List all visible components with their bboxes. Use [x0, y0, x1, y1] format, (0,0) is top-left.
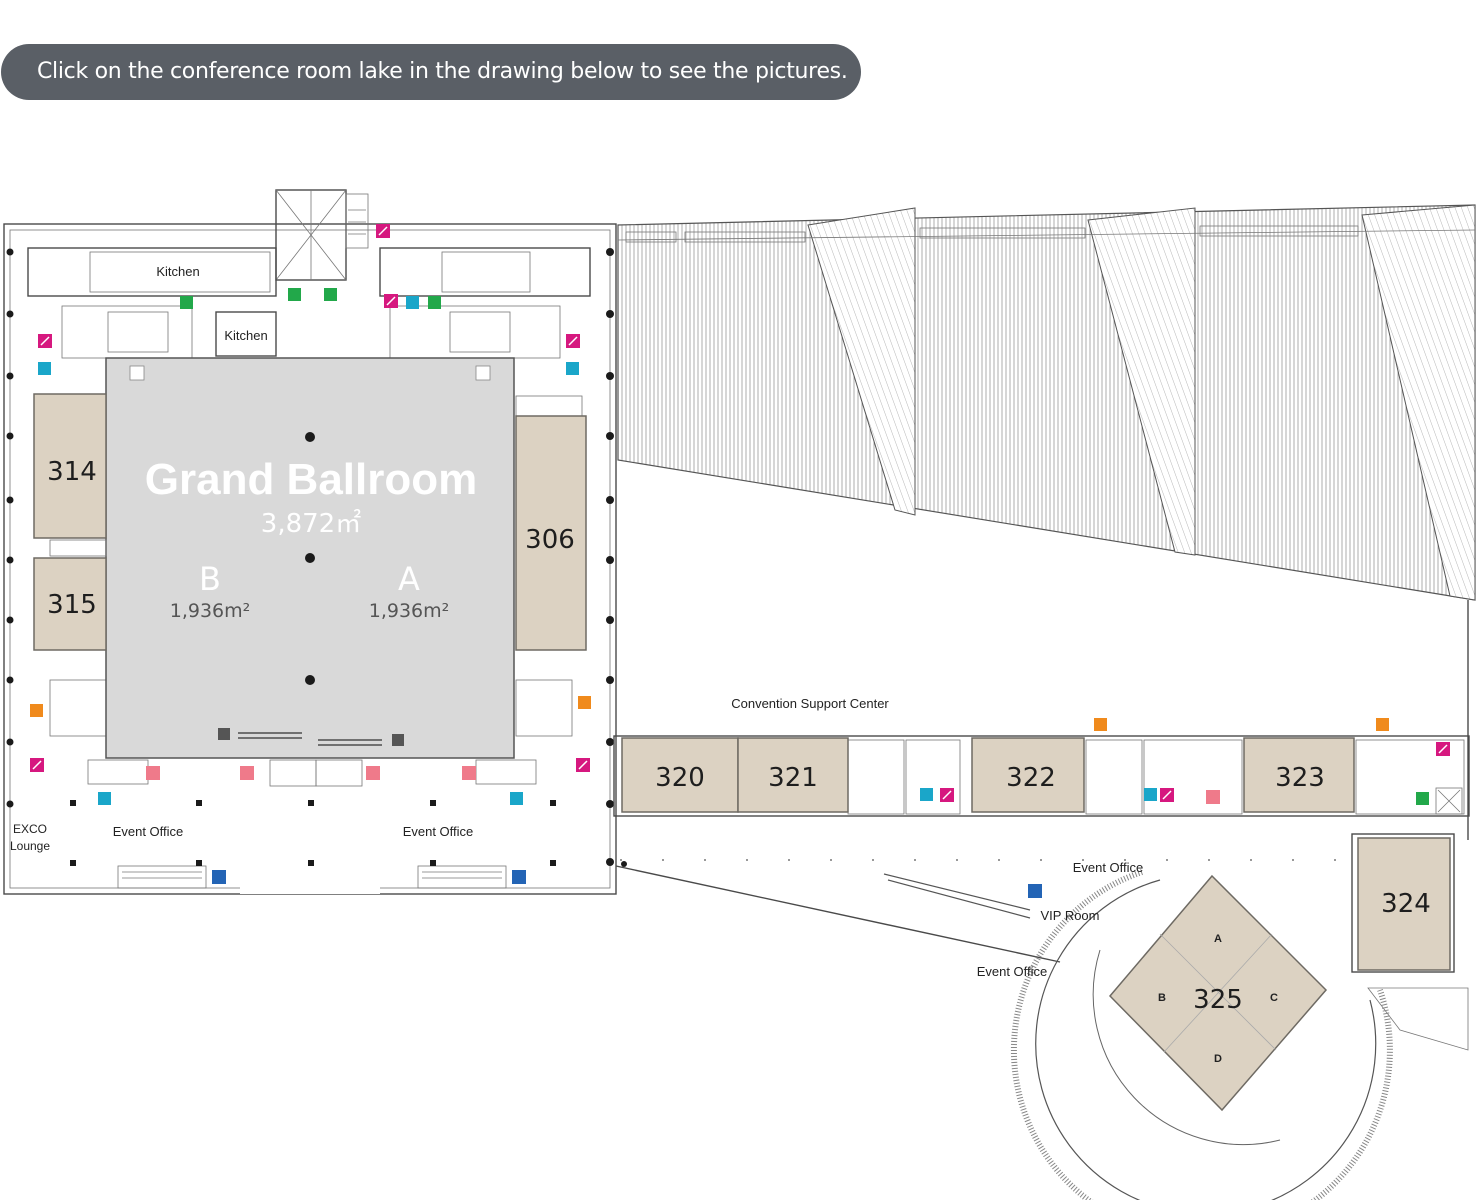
rotunda — [1010, 869, 1393, 1200]
room-306[interactable]: 306 — [515, 395, 587, 651]
emergency-exit-icon — [180, 296, 193, 309]
restroom-icon — [129, 365, 145, 381]
escalator-icon — [1028, 884, 1042, 898]
ballroom-section-b-area: 1,936m² — [170, 600, 251, 622]
room-325-section-b: B — [1158, 992, 1166, 1004]
emergency-exit-icon — [428, 296, 441, 309]
room-320-label: 320 — [655, 763, 705, 793]
vip-room-label: VIP Room — [1040, 908, 1099, 923]
smoking-room-icon — [566, 334, 580, 348]
room-323[interactable]: 323 — [1243, 737, 1355, 813]
convention-support-label: Convention Support Center — [731, 696, 889, 711]
emergency-exit-icon — [324, 288, 337, 301]
elevator-icon — [38, 362, 51, 375]
escalator-icon — [212, 870, 226, 884]
ballroom-title: Grand Ballroom — [145, 455, 478, 504]
smoking-room-icon — [38, 334, 52, 348]
smoking-room-icon — [1160, 788, 1174, 802]
restroom-icon — [1094, 718, 1107, 731]
ballroom-area: 3,872㎡ — [261, 509, 361, 539]
event-office-right-top-label: Event Office — [1073, 860, 1144, 875]
elevator-icon — [406, 296, 419, 309]
escalator-icon — [218, 728, 230, 740]
room-325-section-a: A — [1214, 933, 1222, 945]
structural-columns — [6, 248, 614, 866]
facility-icons — [30, 224, 1450, 898]
escalator-icon — [512, 870, 526, 884]
room-325-label: 325 — [1193, 985, 1243, 1015]
floor-labels: Kitchen Kitchen Event Office Event Offic… — [10, 264, 1143, 979]
room-324-label: 324 — [1381, 889, 1431, 919]
elevator-icon — [1144, 788, 1157, 801]
exco-lounge-line1: EXCO — [13, 822, 47, 836]
exco-lounge-line2: Lounge — [10, 839, 50, 853]
elevator-icon — [566, 362, 579, 375]
exhibition-hall-roof — [617, 204, 1476, 840]
room-325-section-c: C — [1270, 992, 1278, 1004]
emergency-exit-icon — [1416, 792, 1429, 805]
ballroom-section-b-letter: B — [199, 560, 221, 598]
room-314-label: 314 — [47, 457, 97, 487]
escalator-icon — [392, 734, 404, 746]
room-325-section-d: D — [1214, 1053, 1222, 1065]
kitchen-top-label: Kitchen — [156, 264, 199, 279]
restroom-icon — [1376, 718, 1389, 731]
smoking-room-icon — [384, 294, 398, 308]
room-322-label: 322 — [1006, 763, 1056, 793]
nursing-room-icon — [240, 766, 254, 780]
smoking-room-icon — [576, 758, 590, 772]
room-306-label: 306 — [525, 525, 575, 555]
event-office-center-label: Event Office — [403, 824, 474, 839]
smoking-room-icon — [376, 224, 390, 238]
room-315[interactable]: 315 — [33, 557, 107, 651]
instruction-banner: Click on the conference room lake in the… — [1, 44, 861, 100]
elevator-icon — [98, 792, 111, 805]
elevator-icon — [510, 792, 523, 805]
smoking-room-icon — [30, 758, 44, 772]
room-314[interactable]: 314 — [33, 393, 107, 539]
elevator-icon — [920, 788, 933, 801]
room-322[interactable]: 322 — [971, 737, 1085, 813]
room-324[interactable]: 324 — [1351, 833, 1455, 973]
nursing-room-icon — [366, 766, 380, 780]
restroom-icon — [30, 704, 43, 717]
smoking-room-icon — [1436, 742, 1450, 756]
emergency-exit-icon — [288, 288, 301, 301]
kitchen-mid-label: Kitchen — [224, 328, 267, 343]
ballroom-section-a-area: 1,936m² — [369, 600, 450, 622]
nursing-room-icon — [462, 766, 476, 780]
room-321[interactable]: 321 — [737, 737, 849, 813]
room-323-label: 323 — [1275, 763, 1325, 793]
ballroom-section-a-letter: A — [398, 560, 420, 598]
room-321-label: 321 — [768, 763, 818, 793]
nursing-room-icon — [146, 766, 160, 780]
event-office-right-bottom-label: Event Office — [977, 964, 1048, 979]
room-divider — [49, 539, 107, 557]
nursing-room-icon — [1206, 790, 1220, 804]
grand-ballroom[interactable]: Grand Ballroom 3,872㎡ B 1,936m² A 1,936m… — [105, 357, 515, 759]
room-325[interactable]: 325 A B C D — [1108, 874, 1328, 1112]
event-office-left-label: Event Office — [113, 824, 184, 839]
room-315-label: 315 — [47, 590, 97, 620]
room-320[interactable]: 320 — [621, 737, 739, 813]
restroom-icon — [475, 365, 491, 381]
restroom-icon — [578, 696, 591, 709]
smoking-room-icon — [940, 788, 954, 802]
